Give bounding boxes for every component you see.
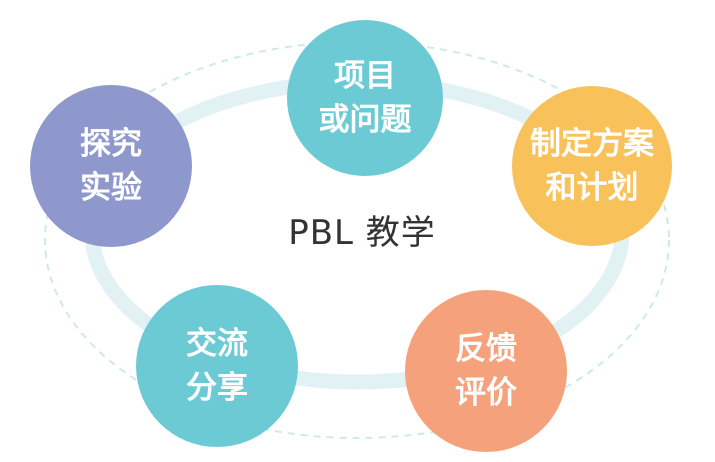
node-plan-line1: 制定方案 [530, 126, 654, 162]
node-project: 项目 或问题 [287, 20, 443, 176]
node-explore-line1: 探究 [80, 126, 142, 162]
node-feedback-line1: 反馈 [455, 331, 517, 367]
center-title: PBL 教学 [288, 213, 436, 253]
node-project-line2: 或问题 [318, 102, 412, 138]
node-explore: 探究 实验 [30, 85, 192, 247]
node-feedback: 反馈 评价 [405, 290, 567, 452]
node-plan-line2: 和计划 [545, 170, 639, 206]
node-share-line2: 分享 [186, 370, 248, 406]
node-plan: 制定方案 和计划 [512, 86, 672, 246]
node-share: 交流 分享 [136, 285, 298, 447]
node-feedback-line2: 评价 [455, 375, 517, 411]
node-explore-line2: 实验 [80, 170, 142, 206]
outer-dashed-ring [44, 41, 670, 439]
node-share-line1: 交流 [186, 326, 248, 362]
node-project-line1: 项目 [334, 58, 396, 94]
